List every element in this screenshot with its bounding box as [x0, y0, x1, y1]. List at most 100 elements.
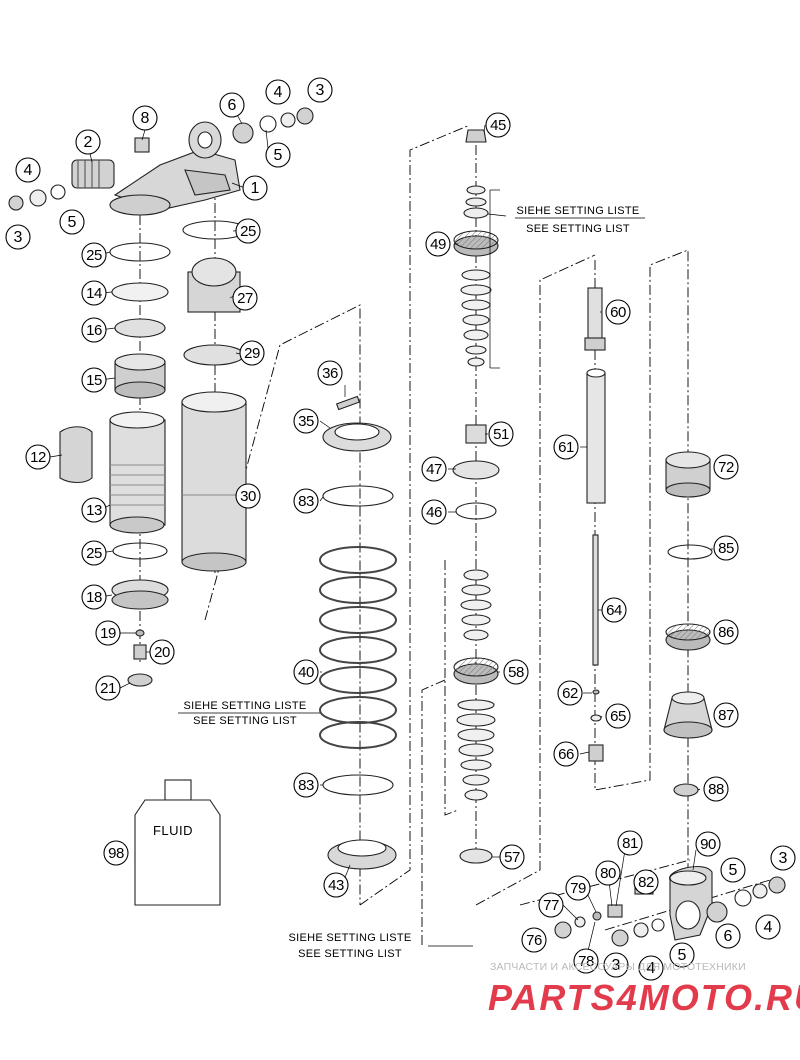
callout-13: 13	[81, 497, 107, 523]
callout-circle	[425, 231, 451, 257]
callout-43: 43	[323, 872, 349, 898]
callout-circle	[553, 741, 579, 767]
callout-4: 4	[755, 914, 781, 940]
callout-number: 85	[718, 540, 734, 557]
setting-note-spring-en: SEE SETTING LIST	[193, 715, 297, 727]
callout-circle	[81, 280, 107, 306]
callout-number: 80	[600, 865, 616, 882]
callout-21: 21	[95, 675, 121, 701]
callout-6: 6	[715, 923, 741, 949]
callout-62: 62	[557, 680, 583, 706]
callout-circle	[720, 857, 746, 883]
callout-circle	[695, 831, 721, 857]
callout-number: 83	[298, 777, 314, 794]
callout-circle	[499, 844, 525, 870]
callout-77: 77	[538, 892, 564, 918]
callout-number: 21	[100, 680, 116, 697]
callout-98: 98	[103, 840, 129, 866]
callout-number: 29	[244, 345, 260, 362]
callout-25: 25	[81, 242, 107, 268]
callout-number: 79	[570, 880, 586, 897]
callout-76: 76	[521, 927, 547, 953]
callout-5: 5	[59, 209, 85, 235]
part-3-nut-left	[8, 195, 24, 211]
callout-circle	[232, 285, 258, 311]
callout-47: 47	[421, 456, 447, 482]
callout-number: 36	[322, 365, 338, 382]
part-58-piston	[453, 657, 499, 685]
callout-2: 2	[75, 129, 101, 155]
part-1-shock-head	[109, 121, 241, 216]
callout-57: 57	[499, 844, 525, 870]
part-15-piston	[114, 353, 166, 399]
callout-number: 6	[228, 97, 237, 114]
part-98-fluid-bottle	[134, 779, 221, 906]
callout-3: 3	[5, 224, 31, 250]
setting-note-spring-de: SIEHE SETTING LISTE	[183, 700, 306, 712]
callout-number: 86	[718, 624, 734, 641]
callout-85: 85	[713, 535, 739, 561]
callout-5: 5	[669, 942, 695, 968]
callout-number: 5	[68, 214, 77, 231]
callout-number: 20	[154, 644, 170, 661]
callout-27: 27	[232, 285, 258, 311]
callout-circle	[485, 112, 511, 138]
callout-circle	[633, 869, 659, 895]
callout-circle	[713, 702, 739, 728]
callout-45: 45	[485, 112, 511, 138]
callout-83: 83	[293, 772, 319, 798]
setting-note-bottom-de: SIEHE SETTING LISTE	[288, 932, 411, 944]
callout-number: 81	[622, 835, 638, 852]
callout-49: 49	[425, 231, 451, 257]
callout-circle	[293, 659, 319, 685]
callout-number: 40	[298, 664, 314, 681]
callout-number: 4	[274, 84, 283, 101]
callout-number: 51	[493, 426, 509, 443]
callout-circle	[5, 224, 31, 250]
callout-circle	[235, 483, 261, 509]
callout-number: 4	[24, 162, 33, 179]
callout-81: 81	[617, 830, 643, 856]
part-35-preload-nut	[322, 422, 392, 452]
callout-number: 45	[490, 117, 506, 134]
callout-circle	[81, 367, 107, 393]
callout-circle	[755, 914, 781, 940]
callout-circle	[521, 927, 547, 953]
part-49-piston	[453, 230, 499, 257]
callout-3: 3	[770, 845, 796, 871]
callout-number: 2	[84, 134, 93, 151]
callout-number: 18	[86, 589, 102, 606]
callout-circle	[713, 619, 739, 645]
callout-circle	[503, 659, 529, 685]
callout-number: 88	[708, 781, 724, 798]
part-12-clamp	[59, 426, 93, 484]
part-2-adjuster	[71, 159, 115, 189]
setting-note-bottom: SIEHE SETTING LISTE SEE SETTING LIST	[288, 932, 411, 960]
callout-number: 1	[251, 180, 260, 197]
callout-number: 60	[610, 304, 626, 321]
part-3-nut	[296, 107, 314, 125]
part-87-bushing	[663, 691, 713, 739]
callout-circle	[81, 242, 107, 268]
callout-circle	[81, 540, 107, 566]
callout-circle	[421, 456, 447, 482]
callout-circle	[265, 79, 291, 105]
callout-1: 1	[242, 175, 268, 201]
callout-number: 16	[86, 322, 102, 339]
callout-number: 4	[764, 919, 773, 936]
callout-number: 15	[86, 372, 102, 389]
callout-30: 30	[235, 483, 261, 509]
callout-number: 3	[779, 850, 788, 867]
setting-note-spring: SIEHE SETTING LISTE SEE SETTING LIST	[183, 700, 306, 727]
callout-86: 86	[713, 619, 739, 645]
callout-number: 61	[558, 439, 574, 456]
callout-80: 80	[595, 860, 621, 886]
callout-60: 60	[605, 299, 631, 325]
callout-circle	[15, 157, 41, 183]
callout-circle	[317, 360, 343, 386]
fluid-label: FLUID	[153, 823, 193, 838]
callout-number: 30	[240, 488, 256, 505]
callout-number: 12	[30, 449, 46, 466]
callout-46: 46	[421, 499, 447, 525]
